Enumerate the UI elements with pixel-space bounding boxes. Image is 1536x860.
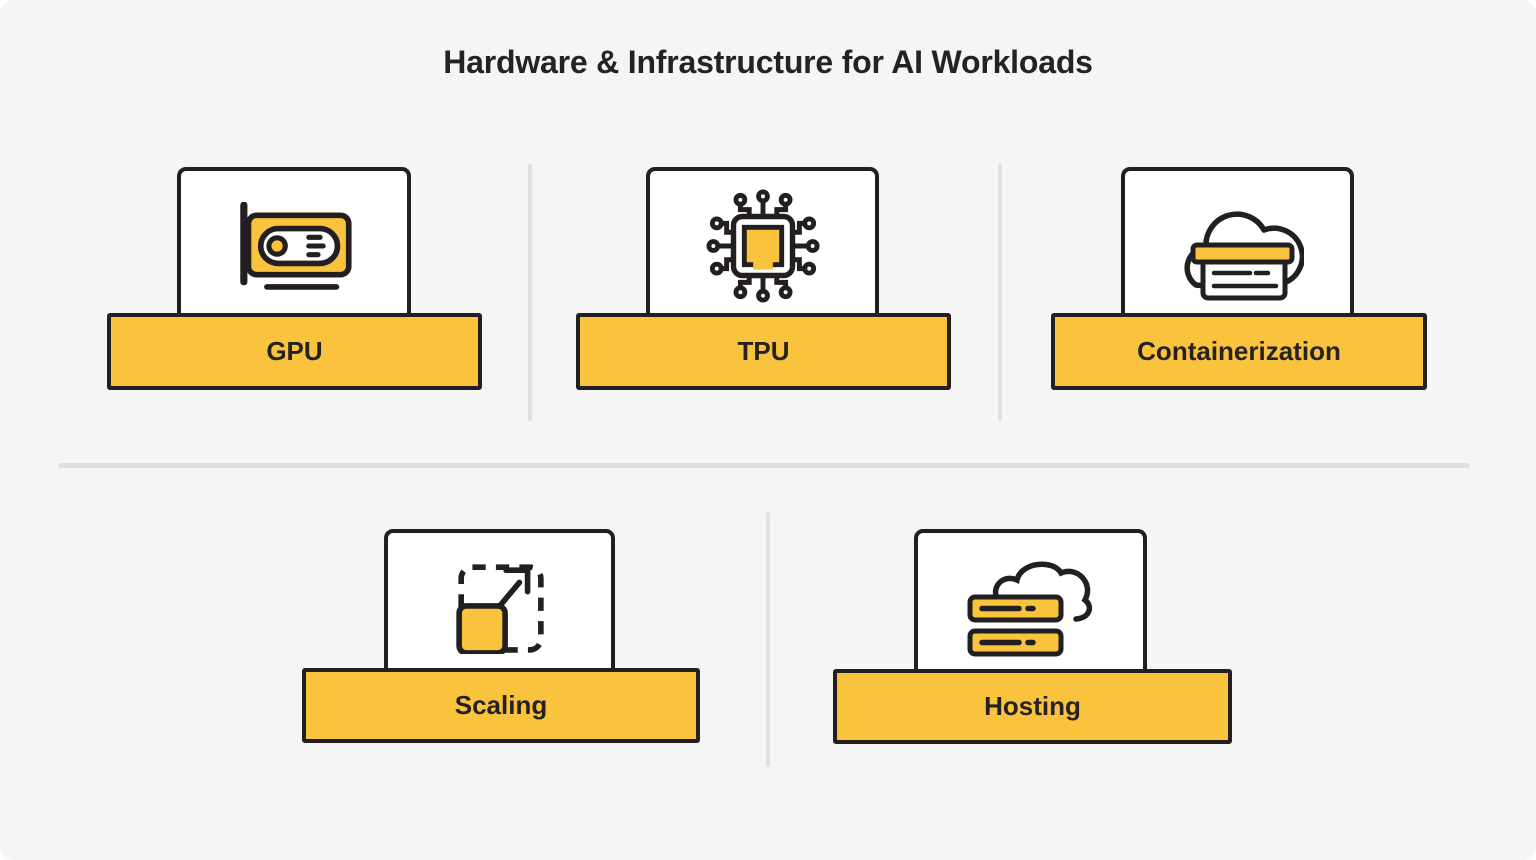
- page-title: Hardware & Infrastructure for AI Workloa…: [443, 44, 1093, 80]
- containerization-label: Containerization: [1137, 336, 1341, 366]
- card-tpu: TPU: [576, 167, 951, 390]
- card-containerization: Containerization: [1051, 167, 1427, 390]
- divider-vertical-2: [998, 164, 1002, 421]
- divider-vertical-3: [766, 512, 770, 767]
- gpu-icon-box: [177, 167, 411, 325]
- scale-expand-icon: [455, 564, 544, 654]
- containerization-label-bar: Containerization: [1051, 313, 1427, 390]
- card-gpu: GPU: [107, 167, 482, 390]
- tpu-label: TPU: [737, 336, 790, 366]
- tpu-label-bar: TPU: [576, 313, 951, 390]
- cloud-container-icon: [1183, 210, 1304, 300]
- divider-vertical-1: [528, 164, 532, 421]
- scaling-label: Scaling: [454, 690, 548, 720]
- gpu-graphics-card-icon: [239, 202, 352, 290]
- gpu-label-bar: GPU: [107, 313, 482, 390]
- hosting-icon-box: [914, 529, 1147, 685]
- tpu-icon-box: [646, 167, 879, 325]
- hosting-label: Hosting: [984, 691, 1081, 721]
- gpu-label: GPU: [266, 336, 323, 366]
- cloud-server-icon: [967, 561, 1092, 657]
- divider-horizontal: [58, 463, 1470, 468]
- scaling-label-bar: Scaling: [302, 668, 700, 743]
- card-hosting: Hosting: [833, 529, 1232, 744]
- hosting-label-bar: Hosting: [833, 669, 1232, 744]
- containerization-icon-box: [1121, 167, 1354, 325]
- tpu-chip-icon: [705, 189, 820, 303]
- scaling-icon-box: [384, 529, 615, 685]
- card-scaling: Scaling: [302, 529, 700, 743]
